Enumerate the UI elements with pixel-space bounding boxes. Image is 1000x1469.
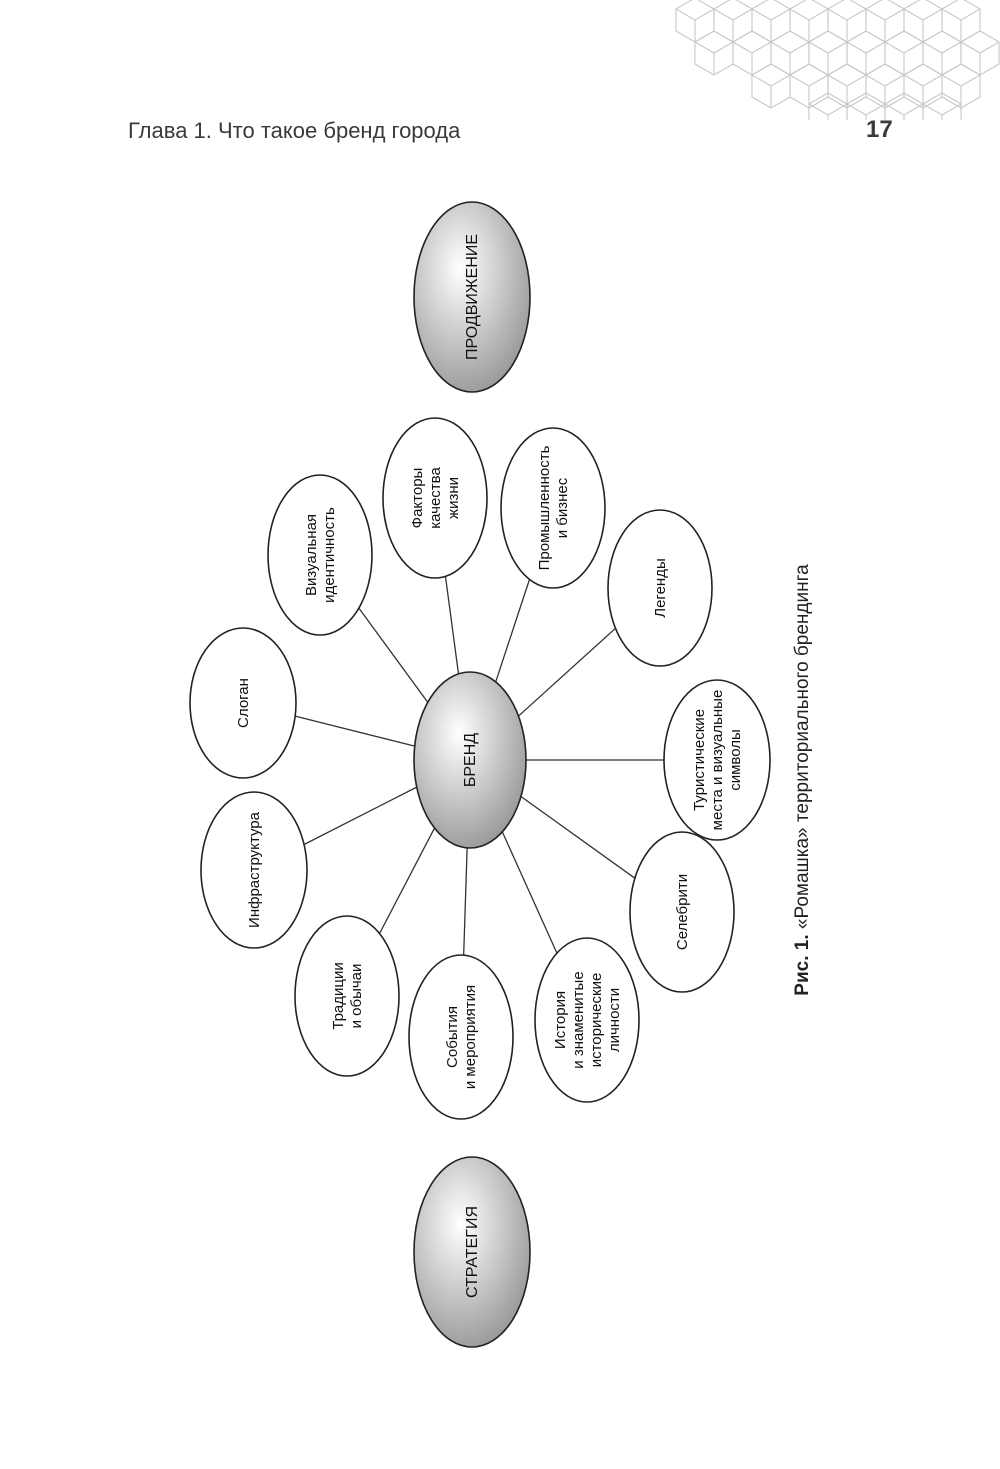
chapter-title: Глава 1. Что такое бренд города	[128, 118, 461, 143]
connector-celebrities	[520, 796, 636, 879]
caption-text: «Ромашка» территориального брендинга	[792, 564, 813, 934]
connector-history	[501, 831, 558, 954]
petal-industry-ellipse	[500, 427, 606, 589]
petal-infrastructure: Инфраструктура	[200, 791, 308, 949]
connector-legends	[518, 627, 616, 717]
petal-history-line-1: История	[552, 991, 569, 1049]
petal-traditions-line-2: и обычаи	[348, 964, 365, 1029]
petal-events-line-1: События	[444, 1006, 461, 1068]
petal-legends-line-1: Легенды	[652, 558, 669, 618]
petal-history-ellipse	[534, 937, 640, 1103]
petal-events-ellipse	[408, 954, 514, 1120]
petal-traditions-line-1: Традиции	[330, 962, 347, 1030]
svg-text:Рис. 1. «Ромашка» территориаль: Рис. 1. «Ромашка» территориального бренд…	[792, 564, 813, 996]
petal-infrastructure-ellipse	[200, 791, 308, 949]
connector-quality-of-life	[444, 576, 460, 674]
petal-legends-ellipse	[607, 509, 713, 667]
cube-shape	[694, 30, 734, 76]
petal-visual-identity-line-1: Визуальная	[303, 514, 320, 596]
center-node-brand-line-1: БРЕНД	[462, 733, 479, 787]
connector-industry	[495, 579, 531, 683]
petal-events-line-2: и мероприятия	[462, 985, 479, 1089]
connector-lines	[295, 576, 664, 956]
petal-quality-of-life-line-2: качества	[427, 467, 444, 529]
center-node-brand-ellipse	[413, 671, 527, 849]
petal-celebrities-ellipse	[629, 831, 735, 993]
petal-visual-identity-line-2: идентичность	[321, 507, 338, 603]
bottom-node-strategy-ellipse	[413, 1156, 531, 1348]
bottom-node-strategy-line-1: СТРАТЕГИЯ	[464, 1206, 481, 1298]
top-node-promotion-line-1: ПРОДВИЖЕНИЕ	[464, 234, 481, 360]
connector-traditions	[378, 827, 436, 934]
connector-slogan	[295, 715, 415, 747]
bottom-node-strategy-label: СТРАТЕГИЯ	[464, 1206, 481, 1298]
petal-quality-of-life-ellipse	[382, 417, 488, 579]
top-node-promotion: ПРОДВИЖЕНИЕ	[413, 201, 531, 393]
petal-history-line-4: личности	[606, 988, 623, 1052]
petal-celebrities-line-1: Селебрити	[674, 874, 691, 950]
cube-pattern-decoration	[675, 0, 1000, 120]
page-number: 17	[866, 116, 893, 143]
petal-tourist-places-line-3: символы	[727, 729, 744, 791]
petal-quality-of-life-line-3: жизни	[445, 477, 462, 519]
petal-quality-of-life-line-1: Факторы	[409, 468, 426, 529]
center-node-brand: БРЕНД	[413, 671, 527, 849]
petal-infrastructure-label: Инфраструктура	[246, 811, 263, 928]
petal-slogan: Слоган	[189, 627, 297, 779]
bottom-node-strategy: СТРАТЕГИЯ	[413, 1156, 531, 1348]
petal-slogan-label: Слоган	[235, 678, 252, 728]
petal-legends-label: Легенды	[652, 558, 669, 618]
cube-shape	[751, 63, 791, 109]
petal-history-line-3: исторические	[588, 973, 605, 1068]
figure-caption: Рис. 1. «Ромашка» территориального бренд…	[792, 564, 813, 996]
top-node-promotion-ellipse	[413, 201, 531, 393]
petal-slogan-ellipse	[189, 627, 297, 779]
petal-slogan-line-1: Слоган	[235, 678, 252, 728]
top-node-promotion-label: ПРОДВИЖЕНИЕ	[464, 234, 481, 360]
petal-tourist-places-line-1: Туристические	[691, 709, 708, 811]
petal-traditions-ellipse	[294, 915, 400, 1077]
connector-infrastructure	[303, 786, 418, 846]
petal-industry-line-1: Промышленность	[536, 445, 553, 570]
caption-label: Рис. 1.	[792, 934, 813, 995]
petal-celebrities-label: Селебрити	[674, 874, 691, 950]
connector-visual-identity	[358, 607, 429, 703]
petal-visual-identity-ellipse	[267, 474, 373, 636]
petal-celebrities: Селебрити	[629, 831, 735, 993]
petal-history-line-2: и знаменитые	[570, 971, 587, 1068]
petal-tourist-places-line-2: места и визуальные	[709, 690, 726, 831]
petal-infrastructure-line-1: Инфраструктура	[246, 811, 263, 928]
petal-legends: Легенды	[607, 509, 713, 667]
center-node-brand-label: БРЕНД	[462, 733, 479, 787]
petal-tourist-places-ellipse	[663, 679, 771, 841]
connector-events	[463, 847, 468, 956]
petal-industry-line-2: и бизнес	[554, 477, 571, 538]
